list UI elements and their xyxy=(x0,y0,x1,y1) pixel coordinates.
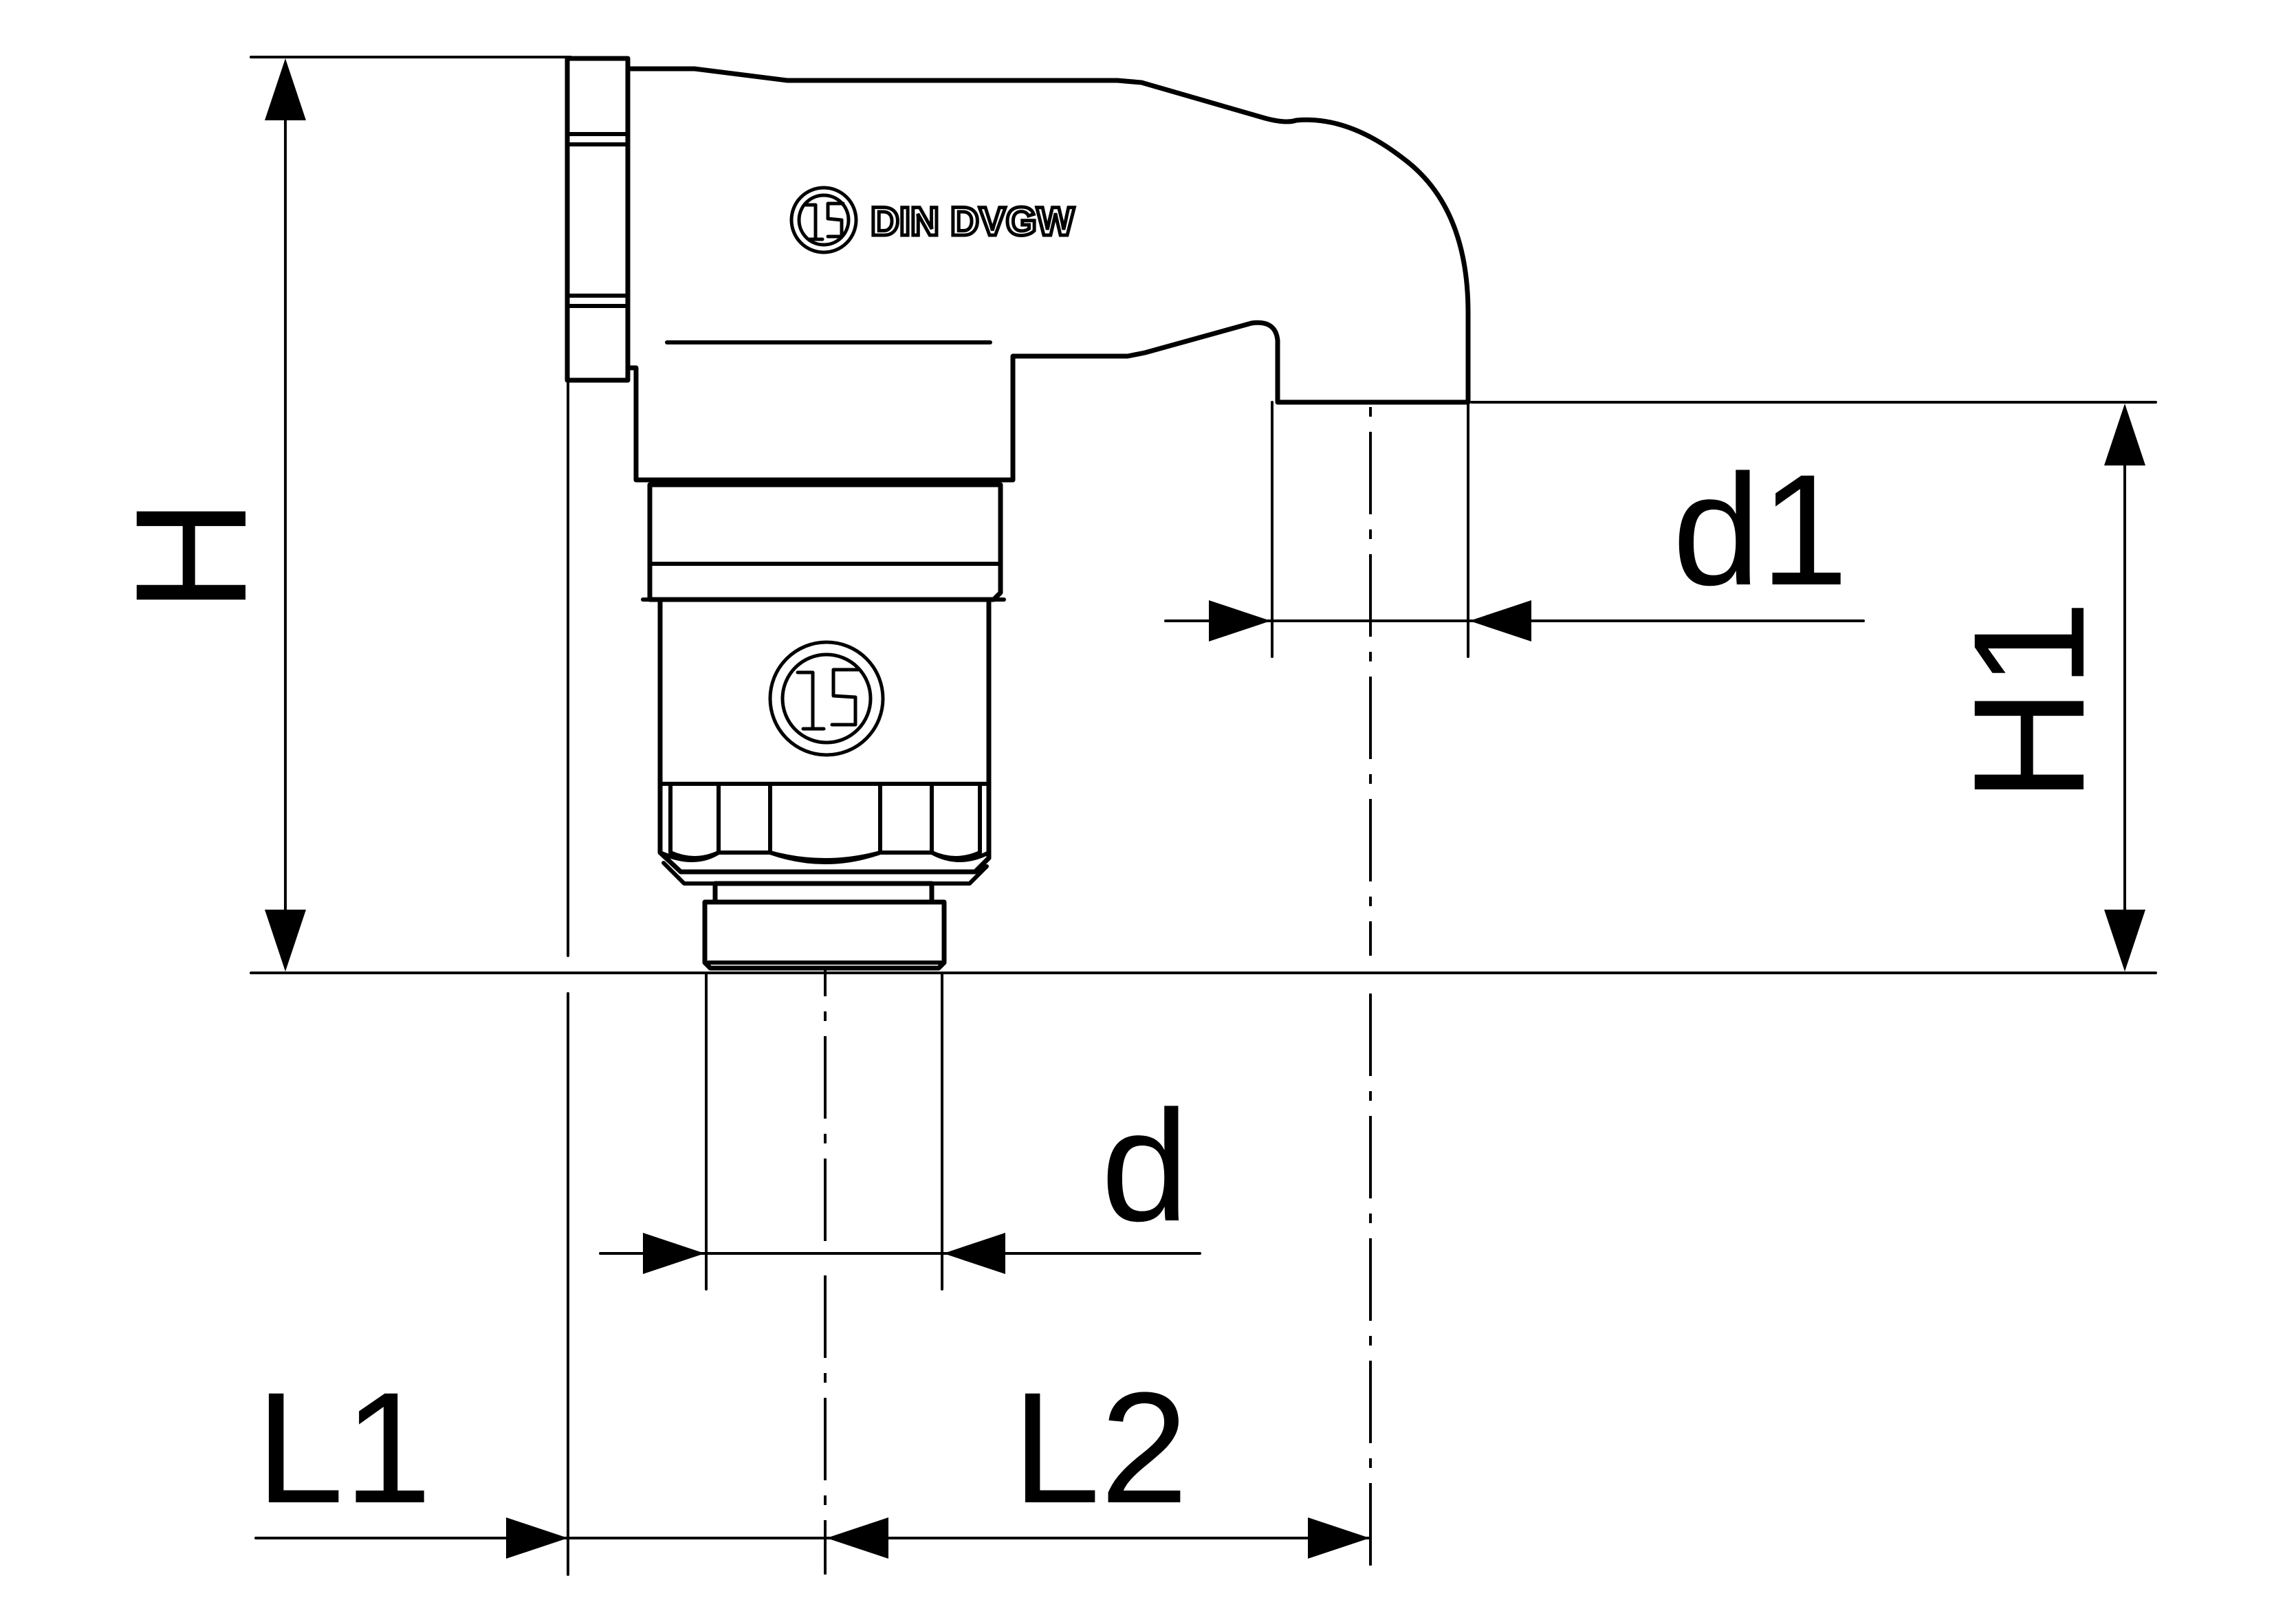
lower-neck xyxy=(712,881,934,905)
extension-lines xyxy=(250,56,2157,1576)
body-logo xyxy=(768,640,885,757)
elbow-outer-contour xyxy=(625,66,1471,483)
left-collar xyxy=(565,56,631,383)
label-L2: L2 xyxy=(1012,1359,1188,1536)
dimension-d1: d1 xyxy=(1164,441,1865,641)
elbow-fitting xyxy=(565,56,1471,971)
certification-mark-icon xyxy=(789,186,858,254)
dimension-d: d xyxy=(599,1077,1201,1274)
certification-mark-icon xyxy=(768,640,885,757)
label-d: d xyxy=(1101,1077,1189,1254)
label-H1: H1 xyxy=(1940,600,2117,802)
label-d1: d1 xyxy=(1672,441,1848,618)
label-H: H xyxy=(102,498,279,613)
label-L1: L1 xyxy=(256,1359,432,1536)
press-sleeve xyxy=(657,597,992,875)
pipe-stub xyxy=(702,899,947,971)
dimension-H: H xyxy=(102,58,306,972)
top-logo: DIN DVGW xyxy=(789,186,1076,254)
dimension-H1: H1 xyxy=(1940,404,2145,972)
dimension-L: L1 L2 xyxy=(254,1359,1370,1559)
body-marking-text: DIN DVGW xyxy=(871,199,1075,244)
upper-block xyxy=(647,482,1003,602)
